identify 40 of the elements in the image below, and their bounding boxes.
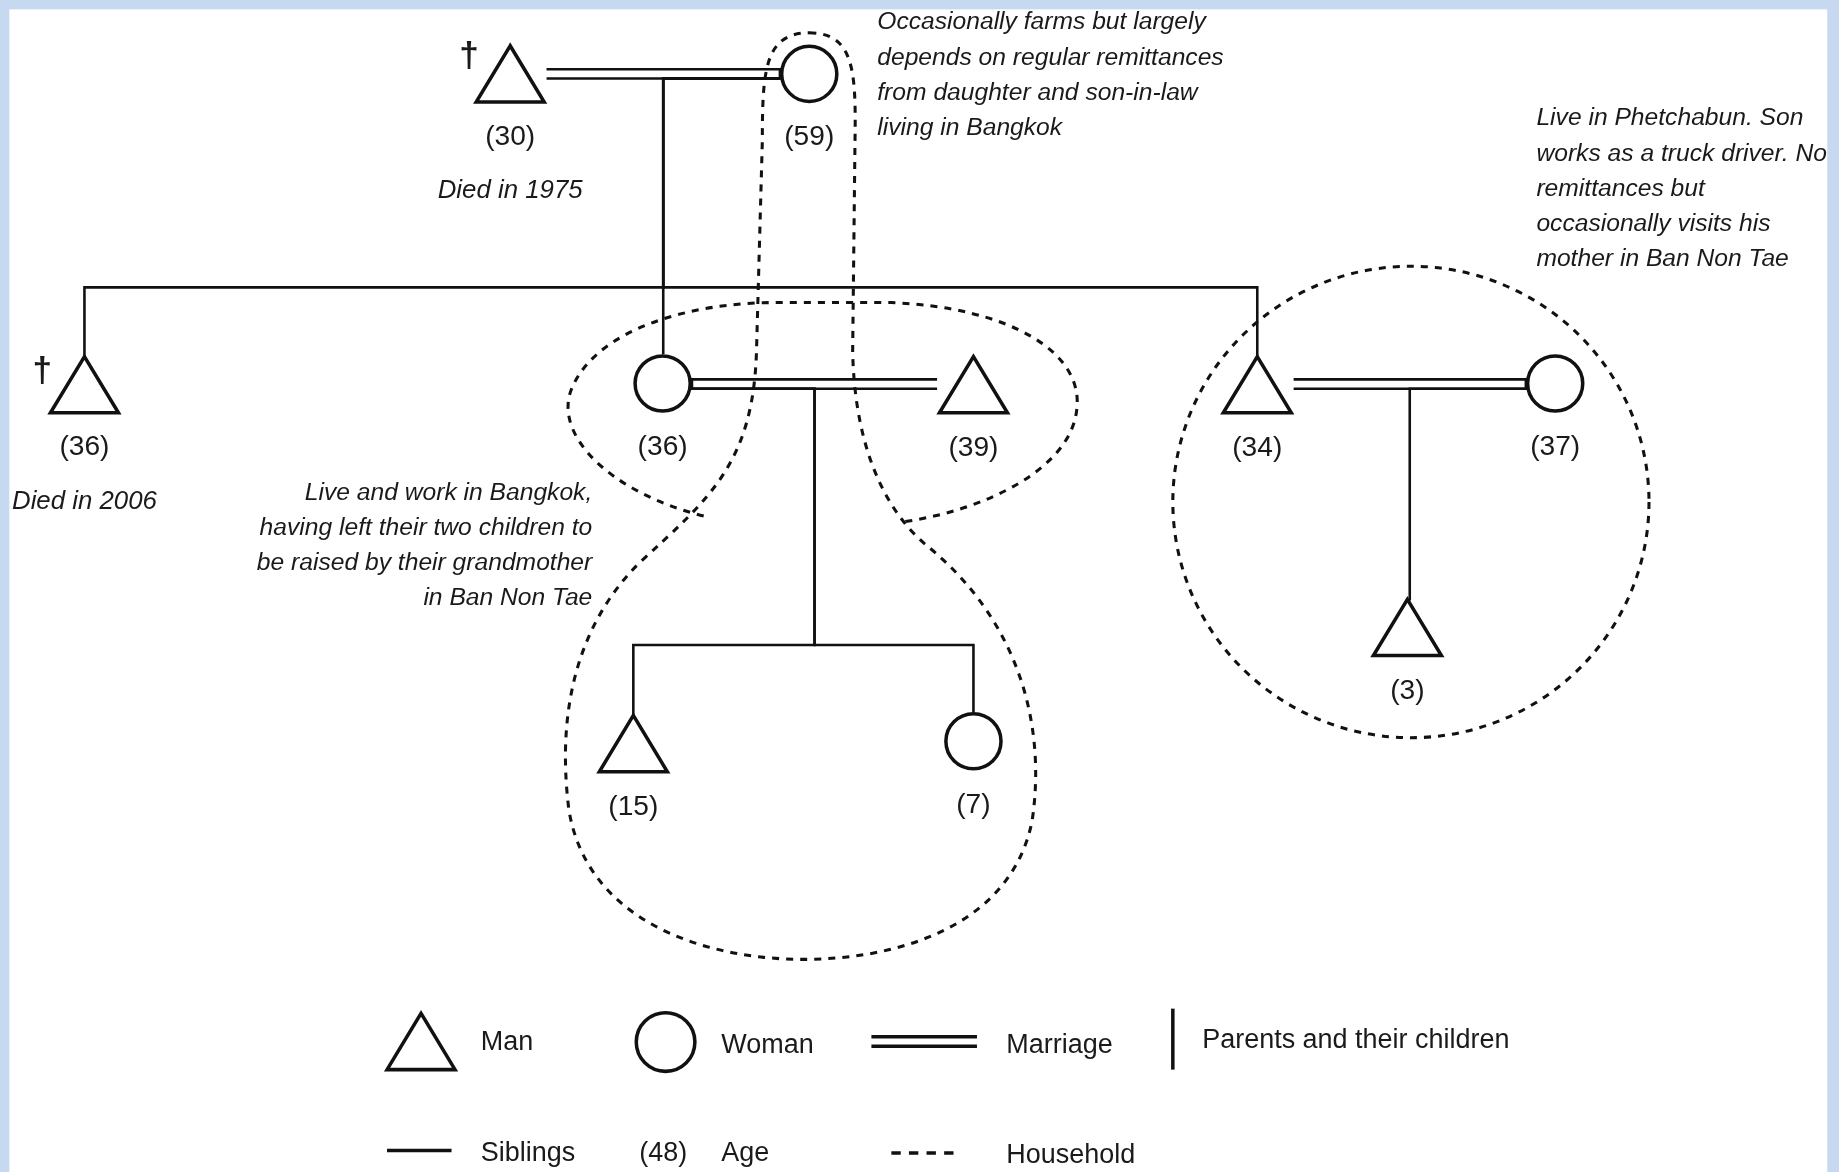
legend-label: Woman: [721, 1028, 814, 1060]
annotation-note: Live and work in Bangkok, having left their two children to be raised by their grandmother in Ban Non Tae: [255, 476, 593, 612]
legend-label: Siblings: [480, 1135, 576, 1168]
age-label: (15): [608, 789, 659, 823]
deceased-mark: †: [32, 350, 52, 391]
age-label: (3): [1390, 673, 1425, 707]
man-symbol: [1220, 354, 1294, 416]
descent-line: [691, 387, 975, 712]
man-symbol: [48, 354, 121, 416]
age-label: (59): [784, 119, 835, 153]
legend-label: Age: [721, 1135, 770, 1168]
death-note: Died in 2006: [12, 485, 157, 517]
man-symbol: [937, 354, 1010, 416]
woman-symbol: [779, 44, 839, 104]
age-label: (36): [59, 429, 110, 463]
legend-label: Marriage: [1006, 1028, 1113, 1060]
marriage-line: [690, 378, 939, 391]
age-label: (30): [485, 119, 536, 153]
woman-symbol: [633, 354, 692, 413]
legend-label: Parents and their children: [1202, 1023, 1510, 1055]
marriage-line: [1292, 378, 1528, 391]
annotation-note: Occasionally farms but largely depends on regular remittances from daughter and son-in-law living in Bangkok: [877, 6, 1225, 142]
descent-line: [661, 77, 1259, 358]
legend-label: Household: [1006, 1138, 1136, 1170]
age-label: (34): [1232, 430, 1283, 464]
woman-symbol: [944, 711, 1003, 771]
age-label: (37): [1530, 429, 1581, 463]
man-symbol: [596, 713, 670, 775]
age-label: (7): [956, 786, 991, 820]
annotation-note: Live in Phetchabun. Son works as a truck driver. No remittances but occasionally visits his mother in Ban Non Tae: [1536, 102, 1828, 273]
man-symbol: [1371, 596, 1444, 658]
age-label: (36): [637, 429, 688, 463]
woman-symbol: [1525, 354, 1585, 413]
legend-label: Man: [480, 1025, 534, 1058]
deceased-mark: †: [459, 35, 479, 76]
descent-line: [1408, 387, 1526, 601]
death-note: Died in 1975: [437, 174, 583, 206]
age-label: (39): [948, 430, 999, 464]
age-example: (48): [639, 1135, 688, 1168]
marriage-line: [545, 67, 782, 80]
